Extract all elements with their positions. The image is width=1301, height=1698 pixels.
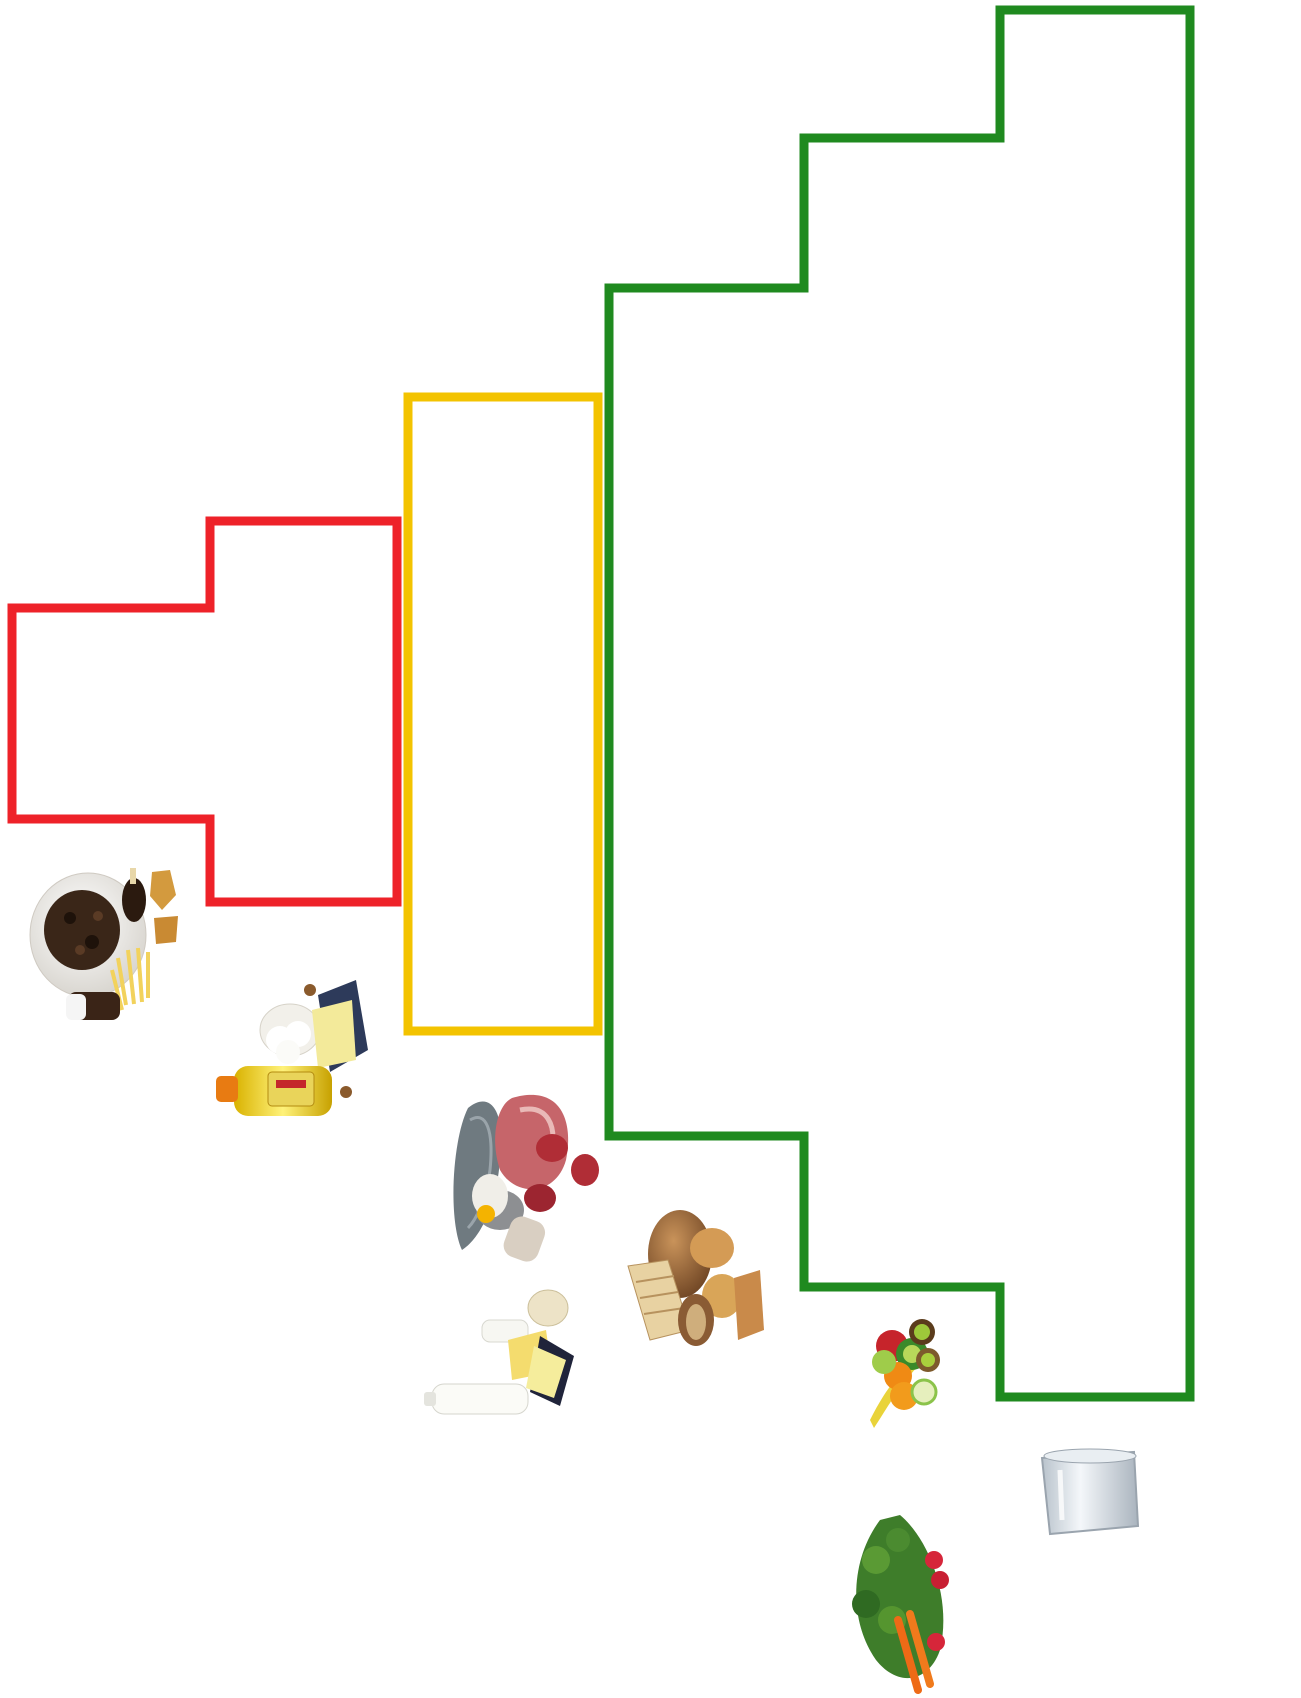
red-zone-outline xyxy=(12,521,397,902)
green-zone-outline xyxy=(609,10,1190,1397)
yellow-zone-outline xyxy=(408,397,598,1031)
bread-icon xyxy=(628,1210,764,1346)
vegetables-icon xyxy=(852,1515,949,1690)
milk-cheese-icon xyxy=(424,1290,574,1414)
fruit-icon xyxy=(870,1319,940,1428)
oil-butter-cream-icon xyxy=(216,980,368,1116)
cake-chocolate-fries-icon xyxy=(30,868,178,1020)
water-glass-icon xyxy=(1042,1449,1138,1534)
meat-fish-egg-icon xyxy=(453,1095,599,1265)
